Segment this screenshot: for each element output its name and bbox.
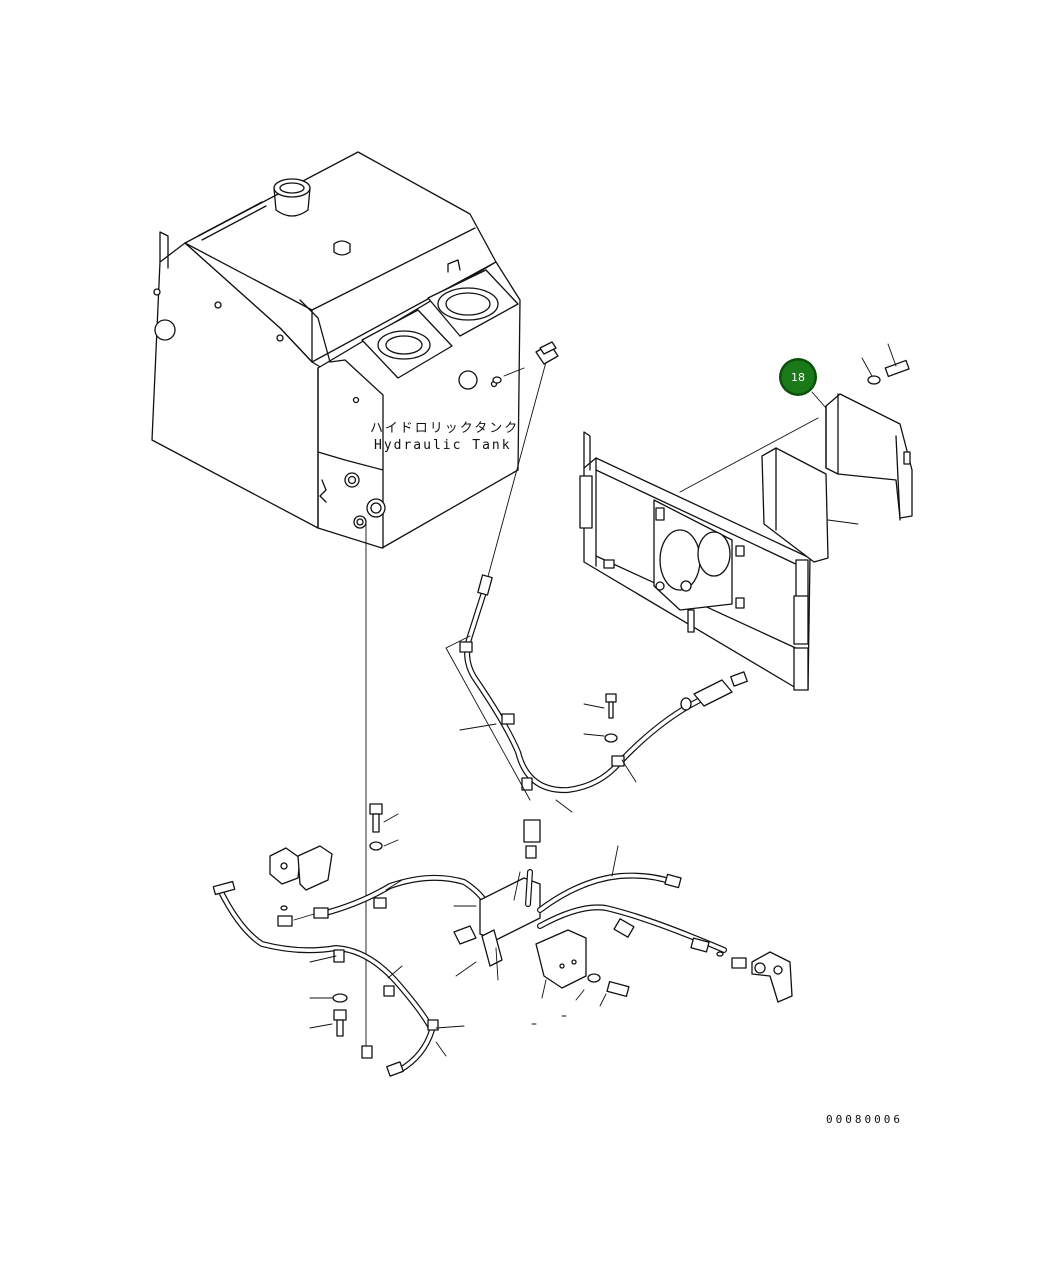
callout-18-number: 18 <box>791 371 805 384</box>
hydraulic-tank <box>151 151 521 549</box>
tank-label-japanese: ハイドロリックタンク <box>370 421 519 436</box>
callout-18-badge <box>781 360 815 394</box>
tank-label-english: Hydraulic Tank <box>374 438 512 453</box>
connection-lines <box>365 361 819 1051</box>
bolt-top-right <box>861 343 910 385</box>
callout-18[interactable]: 18 <box>779 358 827 409</box>
bolt-mid <box>583 693 618 743</box>
upper-hose <box>445 574 748 813</box>
cover-plate <box>825 393 913 521</box>
document-number: 00080006 <box>826 1113 903 1126</box>
tank-fitting <box>535 341 559 365</box>
mounting-panel <box>579 431 811 691</box>
shield-plate <box>761 447 859 563</box>
lower-assembly <box>212 803 793 1077</box>
